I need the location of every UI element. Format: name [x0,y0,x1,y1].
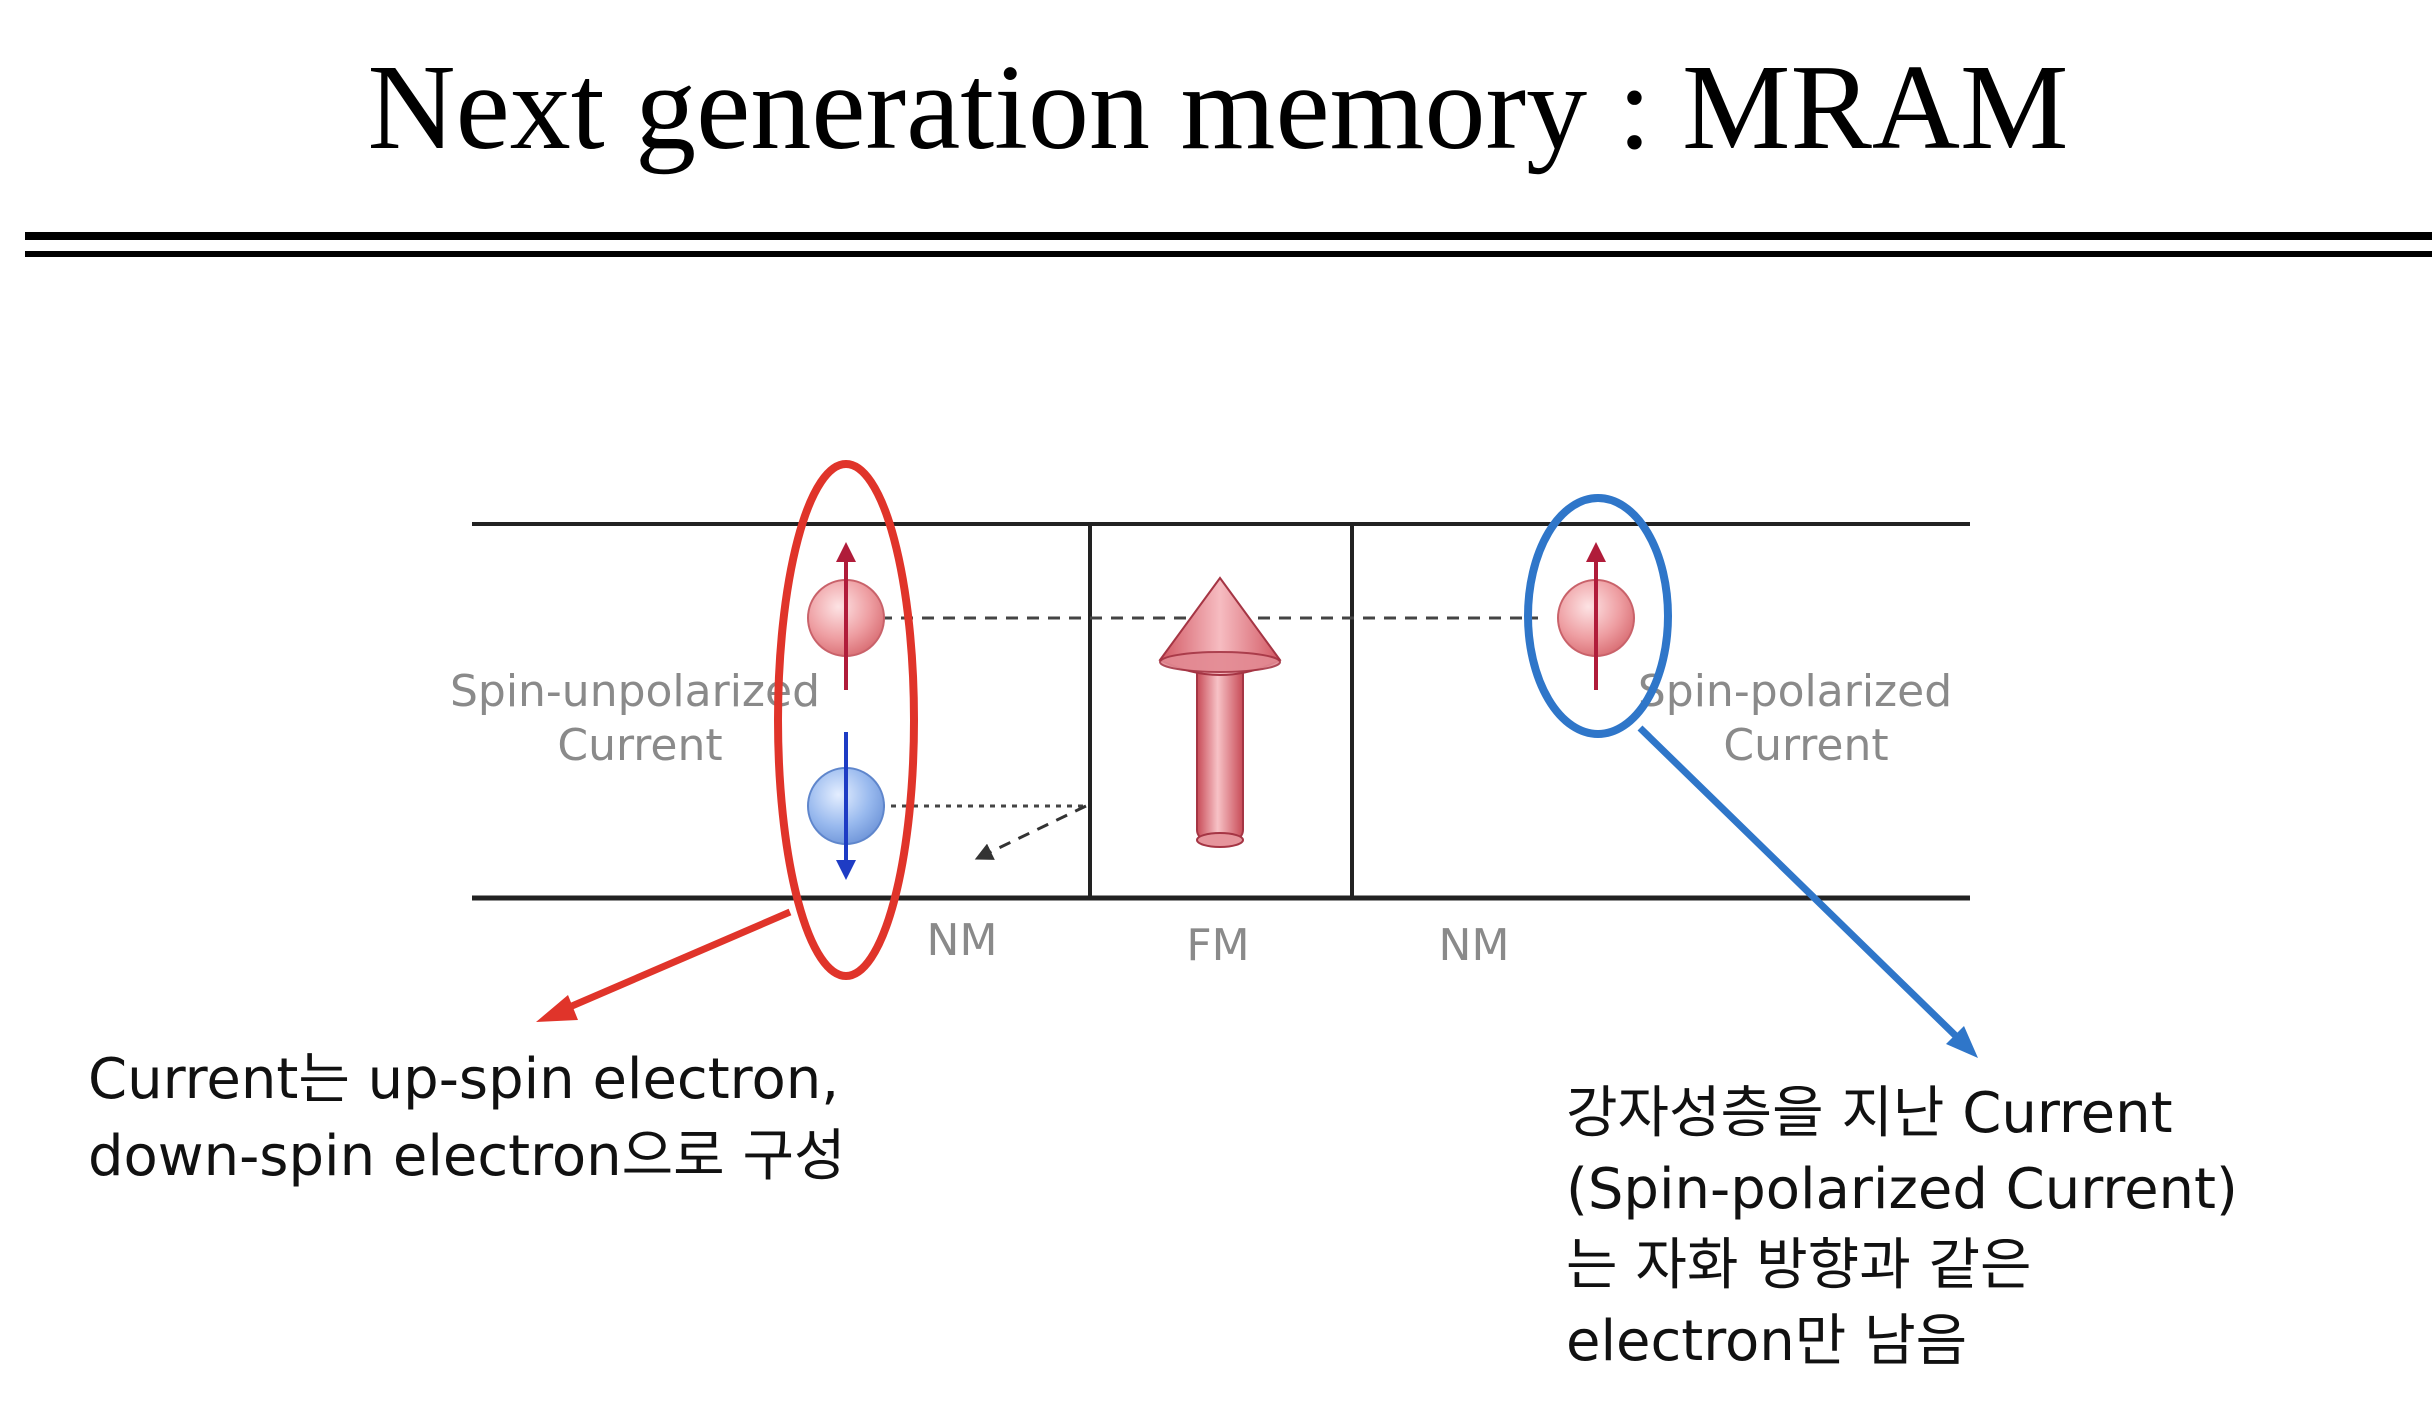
up-spin-electron-right [1557,542,1635,690]
up-spin-electron-left [807,542,885,690]
right-label-line1: Spin-polarized [1638,666,1952,717]
highlight-ellipse-right [1524,494,1672,738]
note-left: Current는 up-spin electron, down-spin ele… [88,1047,846,1189]
pointer-arrowhead-left [536,995,578,1022]
left-label-line2: Current [557,720,722,771]
highlight-ellipse-left [774,460,918,980]
note-right-line2: (Spin-polarized Current) [1566,1157,2238,1222]
spin-diagram: Spin-unpolarized Current Spin-polarized … [450,460,1978,1058]
pointer-line-right [1637,725,1963,1043]
note-right-line3: 는 자화 방향과 같은 [1566,1233,2032,1298]
pointer-line-left [556,908,792,1016]
down-spin-electron-left [807,732,885,880]
fm-magnetization-arrow [1158,576,1282,848]
layer-label-nm-right: NM [1439,920,1510,971]
pointer-arrowhead-right [1946,1026,1978,1058]
note-right-line4: electron만 남음 [1566,1309,1967,1374]
slide-title: Next generation memory : MRAM [368,40,2069,175]
reflected-path-arrow [974,804,1087,860]
note-left-line2: down-spin electron으로 구성 [88,1124,846,1189]
layer-label-fm: FM [1186,920,1249,971]
right-label-line2: Current [1723,720,1888,771]
note-right: 강자성층을 지난 Current (Spin-polarized Current… [1566,1081,2238,1374]
note-left-line1: Current는 up-spin electron, [88,1047,839,1112]
layer-label-nm-left: NM [927,915,998,966]
left-label-line1: Spin-unpolarized [450,666,820,717]
note-right-line1: 강자성층을 지난 Current [1566,1081,2173,1146]
